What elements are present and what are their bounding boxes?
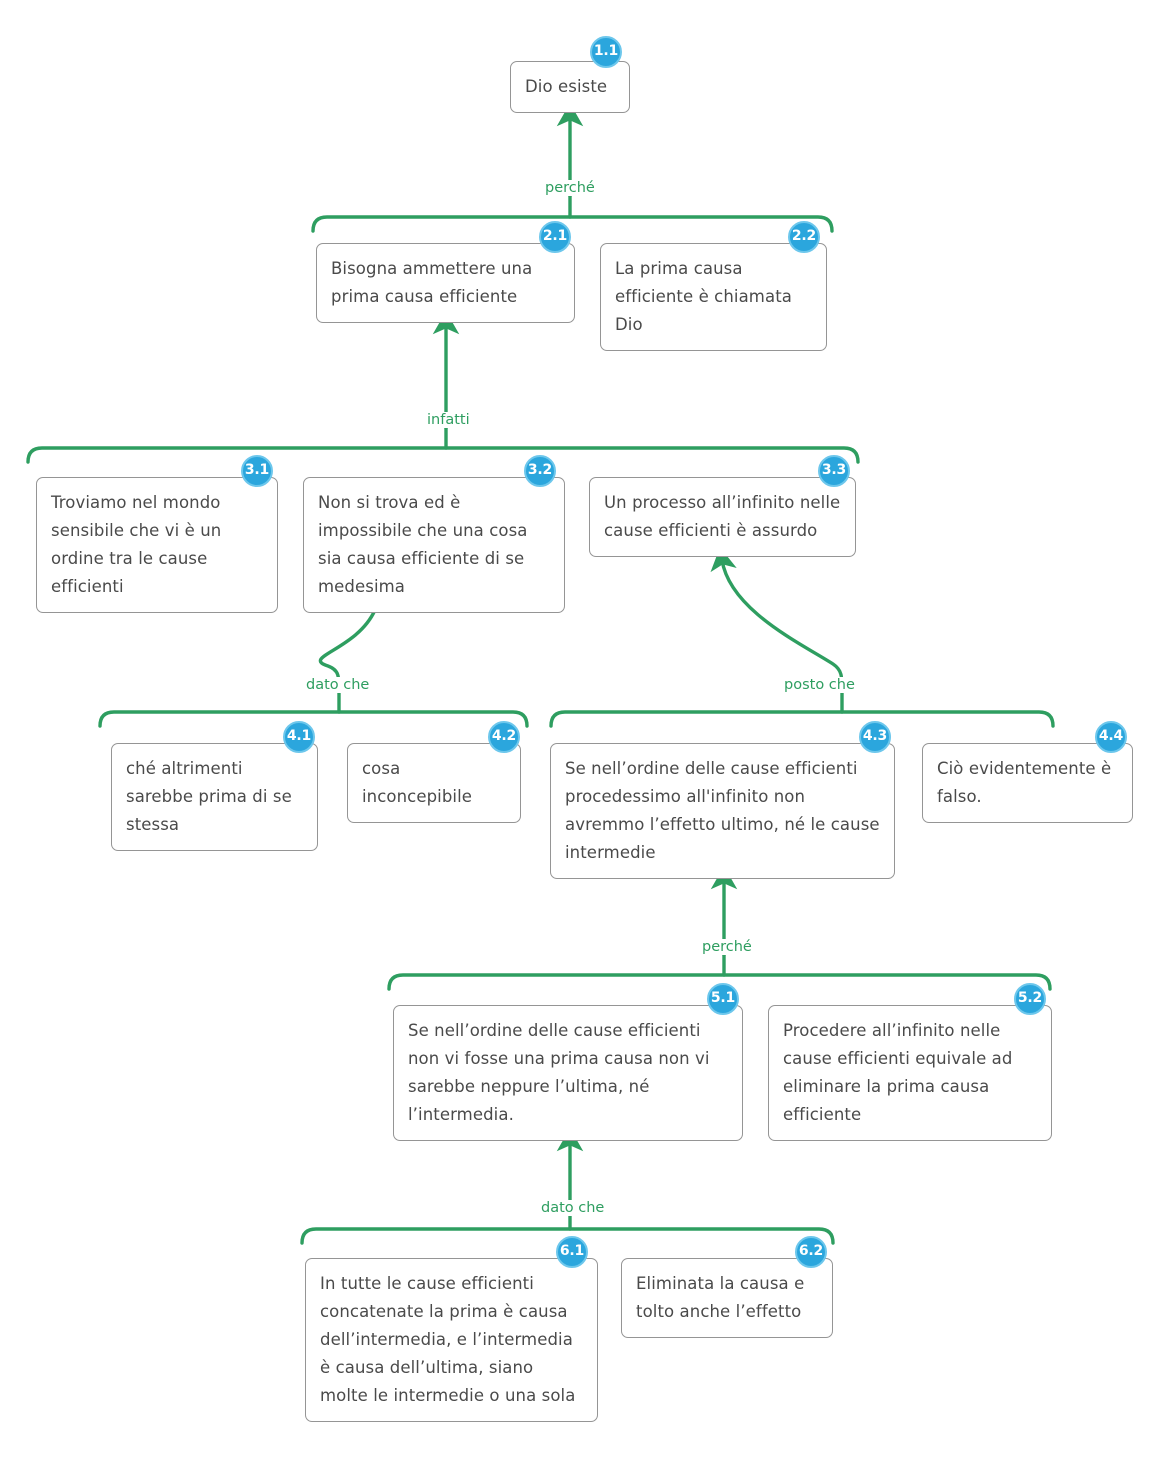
- node-text: ché altrimenti sarebbe prima di se stess…: [126, 759, 292, 834]
- node-badge-2-2[interactable]: 2.2: [788, 221, 820, 253]
- edge-label-infatti-1: infatti: [423, 412, 474, 428]
- node-text: Non si trova ed è impossibile che una co…: [318, 493, 528, 596]
- node-6-2[interactable]: Eliminata la causa e tolto anche l’effet…: [621, 1258, 833, 1338]
- node-badge-5-2[interactable]: 5.2: [1014, 983, 1046, 1015]
- node-3-2[interactable]: Non si trova ed è impossibile che una co…: [303, 477, 565, 613]
- node-6-1[interactable]: In tutte le cause efficienti concatenate…: [305, 1258, 598, 1422]
- node-3-1[interactable]: Troviamo nel mondo sensibile che vi è un…: [36, 477, 278, 613]
- node-badge-3-1[interactable]: 3.1: [241, 455, 273, 487]
- node-5-2[interactable]: Procedere all’infinito nelle cause effic…: [768, 1005, 1052, 1141]
- bracket-row2: [311, 215, 834, 233]
- node-text: Dio esiste: [525, 77, 608, 96]
- node-badge-4-1[interactable]: 4.1: [283, 721, 315, 753]
- node-text: La prima causa efficiente è chiamata Dio: [615, 259, 792, 334]
- node-badge-4-4[interactable]: 4.4: [1095, 721, 1127, 753]
- node-text: In tutte le cause efficienti concatenate…: [320, 1274, 576, 1405]
- node-badge-2-1[interactable]: 2.1: [539, 221, 571, 253]
- node-2-2[interactable]: La prima causa efficiente è chiamata Dio: [600, 243, 827, 351]
- node-4-4[interactable]: Ciò evidentemente è falso.: [922, 743, 1133, 823]
- node-text: Un processo all’infinito nelle cause eff…: [604, 493, 841, 540]
- bracket-row3: [26, 446, 860, 464]
- node-4-3[interactable]: Se nell’ordine delle cause efficienti pr…: [550, 743, 895, 879]
- bracket-row4a: [98, 710, 529, 728]
- node-4-1[interactable]: ché altrimenti sarebbe prima di se stess…: [111, 743, 318, 851]
- node-text: Procedere all’infinito nelle cause effic…: [783, 1021, 1013, 1124]
- edge-label-dato-che-1: dato che: [302, 677, 374, 693]
- node-badge-1-1[interactable]: 1.1: [590, 36, 622, 68]
- edge-label-posto-che-1: posto che: [780, 677, 859, 693]
- node-text: cosa inconcepibile: [362, 759, 473, 806]
- node-text: Troviamo nel mondo sensibile che vi è un…: [51, 493, 222, 596]
- node-badge-6-2[interactable]: 6.2: [795, 1236, 827, 1268]
- node-badge-3-3[interactable]: 3.3: [818, 455, 850, 487]
- node-badge-6-1[interactable]: 6.1: [556, 1236, 588, 1268]
- curve-row4b-to-3.3: [710, 547, 844, 694]
- node-4-2[interactable]: cosa inconcepibile: [347, 743, 521, 823]
- edge-label-perche-1: perché: [541, 180, 599, 196]
- node-badge-3-2[interactable]: 3.2: [524, 455, 556, 487]
- node-badge-4-3[interactable]: 4.3: [859, 721, 891, 753]
- node-text: Se nell’ordine delle cause efficienti pr…: [565, 759, 880, 862]
- node-2-1[interactable]: Bisogna ammettere una prima causa effici…: [316, 243, 575, 323]
- node-text: Bisogna ammettere una prima causa effici…: [331, 259, 533, 306]
- bracket-row4b: [549, 710, 1055, 728]
- node-badge-4-2[interactable]: 4.2: [488, 721, 520, 753]
- edge-label-perche-2: perché: [698, 939, 756, 955]
- node-text: Se nell’ordine delle cause efficienti no…: [408, 1021, 710, 1124]
- node-5-1[interactable]: Se nell’ordine delle cause efficienti no…: [393, 1005, 743, 1141]
- node-text: Eliminata la causa e tolto anche l’effet…: [636, 1274, 805, 1321]
- node-text: Ciò evidentemente è falso.: [937, 759, 1112, 806]
- edge-label-dato-che-2: dato che: [537, 1200, 609, 1216]
- node-3-3[interactable]: Un processo all’infinito nelle cause eff…: [589, 477, 856, 557]
- node-1-1[interactable]: Dio esiste: [510, 61, 630, 113]
- node-badge-5-1[interactable]: 5.1: [707, 983, 739, 1015]
